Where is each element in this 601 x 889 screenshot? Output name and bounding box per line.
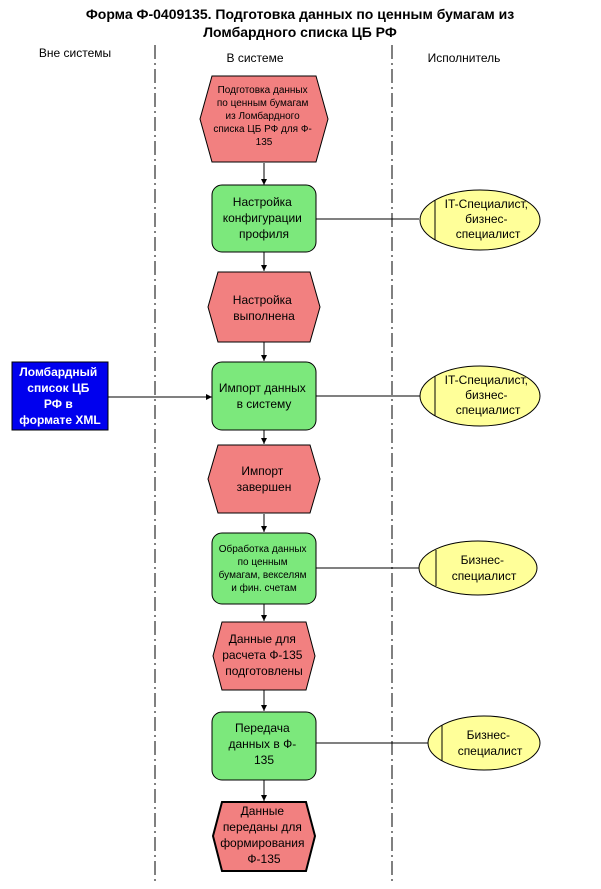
- actor-it-business-2: IT-Специалист, бизнес- специалист: [419, 365, 541, 427]
- event-configuration-done: Настройка выполнена: [207, 271, 321, 343]
- external-input-shape: [11, 361, 109, 431]
- actor-connectors: [316, 218, 428, 744]
- diagram-title-line1: Форма Ф-0409135. Подготовка данных по це…: [86, 6, 514, 22]
- function-label: Обработка данных по ценным бумагам, векс…: [219, 543, 310, 594]
- lane-label-outside: Вне системы: [39, 46, 111, 60]
- event-start-preparation: Подготовка данных по ценным бумагам из Л…: [199, 75, 329, 163]
- function-process-data: Обработка данных по ценным бумагам, векс…: [211, 532, 317, 605]
- function-label: Настройка конфигурации профиля: [223, 195, 305, 241]
- event-label: Импорт завершен: [237, 464, 292, 494]
- event-label: Настройка выполнена: [233, 293, 295, 323]
- event-import-complete: Импорт завершен: [207, 444, 321, 514]
- event-data-transferred: Данные переданы для формирования Ф-135: [211, 801, 317, 872]
- flow-connectors: [108, 163, 267, 801]
- function-label: Импорт данных в систему: [219, 381, 309, 411]
- event-shape: [212, 621, 316, 691]
- event-data-prepared: Данные для расчета Ф-135 подготовлены: [212, 621, 316, 691]
- event-shape: [211, 801, 317, 872]
- event-shape: [199, 75, 329, 163]
- actor-it-business-1: IT-Специалист, бизнес- специалист: [419, 189, 541, 251]
- diagram-title-line2: Ломбардного списка ЦБ РФ: [203, 24, 397, 40]
- lane-label-executor: Исполнитель: [428, 51, 501, 65]
- event-label: Подготовка данных по ценным бумагам из Л…: [213, 85, 314, 148]
- external-input-label: Ломбардный список ЦБ РФ в формате XML: [19, 365, 100, 427]
- function-shape: [211, 361, 317, 431]
- event-label: Данные для расчета Ф-135 подготовлены: [222, 632, 306, 678]
- actor-business-2: Бизнес- специалист: [427, 715, 541, 771]
- event-shape: [207, 444, 321, 514]
- event-shape: [207, 271, 321, 343]
- function-label: Передача данных в Ф- 135: [228, 721, 299, 767]
- function-configure-profile: Настройка конфигурации профиля: [211, 184, 317, 253]
- actor-label: IT-Специалист, бизнес- специалист: [445, 197, 532, 241]
- function-shape: [211, 711, 317, 781]
- function-shape: [211, 184, 317, 253]
- actor-business-1: Бизнес- специалист: [418, 540, 538, 596]
- actor-shape: [419, 365, 541, 427]
- actor-shape: [427, 715, 541, 771]
- actor-label: Бизнес- специалист: [458, 728, 523, 758]
- actor-shape: [418, 540, 538, 596]
- event-label: Данные переданы для формирования Ф-135: [220, 804, 308, 866]
- function-transfer-data: Передача данных в Ф- 135: [211, 711, 317, 781]
- function-import-data: Импорт данных в систему: [211, 361, 317, 431]
- actor-shape: [419, 189, 541, 251]
- actor-label: Бизнес- специалист: [452, 553, 517, 583]
- actor-label: IT-Специалист, бизнес- специалист: [445, 373, 532, 417]
- function-shape: [211, 532, 317, 605]
- external-input-xml: Ломбардный список ЦБ РФ в формате XML: [11, 361, 109, 431]
- lane-label-inside: В системе: [227, 51, 284, 65]
